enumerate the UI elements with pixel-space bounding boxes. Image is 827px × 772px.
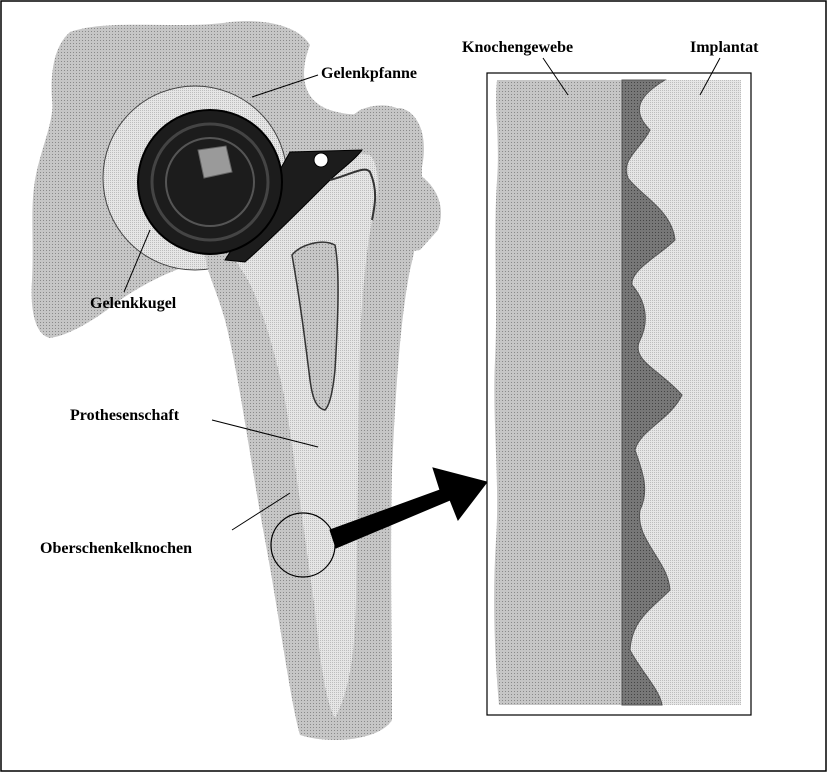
label-oberschenkelknochen: Oberschenkelknochen xyxy=(40,540,192,557)
neck-hole xyxy=(314,153,328,167)
label-gelenkpfanne: Gelenkpfanne xyxy=(321,65,417,82)
label-knochengewebe: Knochengewebe xyxy=(462,39,573,56)
label-implantat: Implantat xyxy=(690,39,759,56)
femoral-head xyxy=(138,110,282,254)
detail-bone-tissue xyxy=(494,80,628,705)
label-prothesenschaft: Prothesenschaft xyxy=(70,407,180,424)
ball-highlight xyxy=(198,146,232,178)
label-gelenkkugel: Gelenkkugel xyxy=(90,295,177,312)
